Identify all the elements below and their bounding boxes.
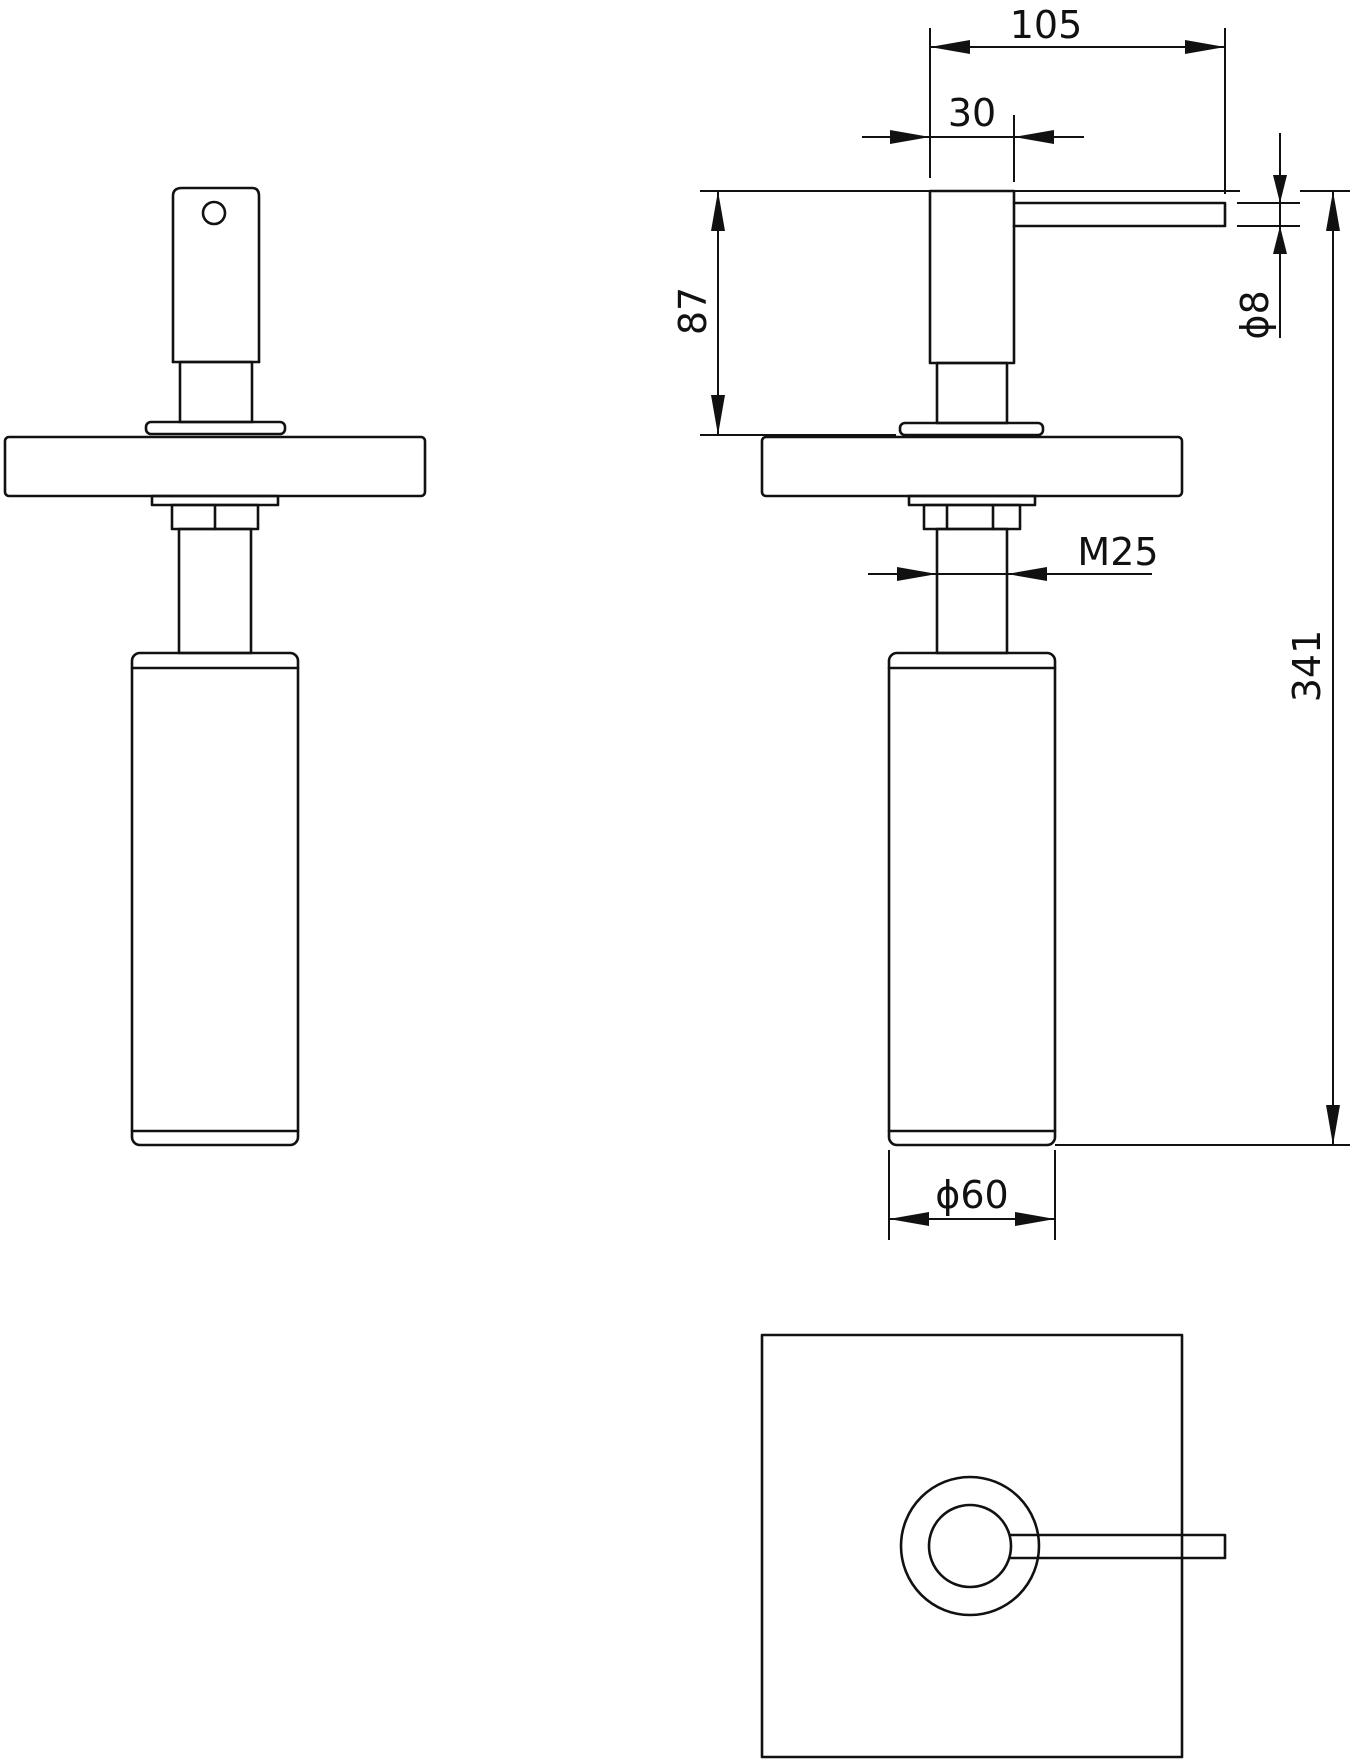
washer	[898, 421, 1045, 437]
spout-top	[1009, 1533, 1227, 1560]
lower-washer	[150, 494, 280, 507]
dimension-341-label: 341	[1285, 630, 1329, 703]
neck	[178, 360, 254, 424]
dimension-phi8-label: ϕ8	[1233, 290, 1277, 339]
thread-tube	[935, 527, 1009, 655]
lower-washer	[907, 494, 1037, 507]
pump-inner-circle	[927, 1503, 1013, 1589]
dimension-m25-label: M25	[1077, 530, 1158, 574]
front-view	[3, 186, 427, 1147]
counter-top	[3, 435, 427, 498]
dimension-105-label: 105	[1010, 3, 1083, 47]
top-view	[760, 1333, 1227, 1759]
side-view	[760, 189, 1227, 1147]
dimension-30-label: 30	[948, 91, 996, 135]
bottle	[887, 651, 1057, 1147]
pump-head	[171, 186, 261, 364]
counter-top	[760, 435, 1184, 498]
dimension-87-label: 87	[671, 287, 715, 335]
nut	[922, 503, 1022, 531]
neck	[935, 361, 1009, 425]
dimension-105: 105	[929, 3, 1226, 194]
washer	[144, 420, 287, 436]
dimension-phi60: ϕ60	[888, 1150, 1056, 1240]
dimension-phi8: ϕ8	[1233, 133, 1300, 340]
thread-tube	[177, 527, 253, 655]
dimension-phi60-label: ϕ60	[935, 1173, 1008, 1217]
bottle	[130, 651, 300, 1147]
dimension-341: 341	[1055, 190, 1350, 1146]
pump-head-hole	[201, 200, 227, 226]
flange-outer-circle	[899, 1475, 1041, 1617]
spout	[1012, 201, 1227, 228]
pump-body	[928, 189, 1016, 365]
dimension-30: 30	[862, 91, 1084, 182]
dimension-87: 87	[671, 190, 1240, 436]
dimension-m25: M25	[868, 530, 1159, 581]
counter-plate	[760, 1333, 1184, 1759]
